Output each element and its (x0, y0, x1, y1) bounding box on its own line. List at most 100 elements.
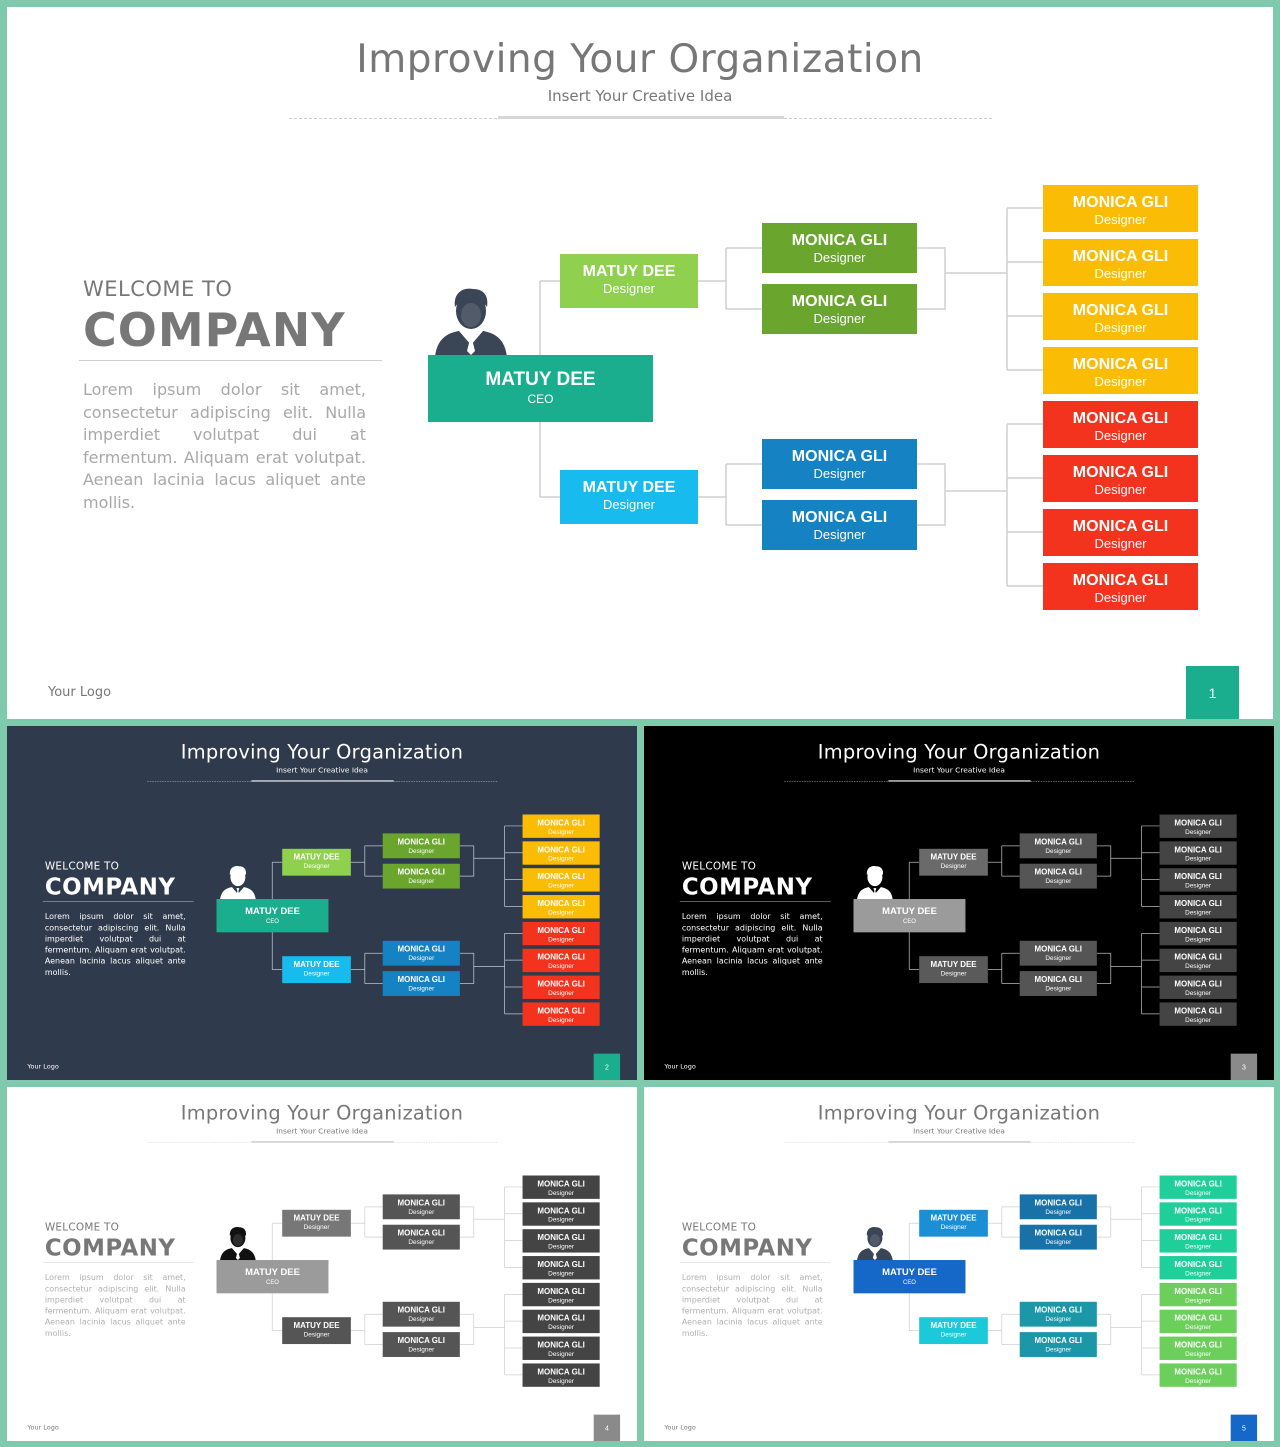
slide-navy[interactable]: Improving Your Organization Insert Your … (7, 726, 637, 1080)
welcome-text: WELCOME TO (681, 1221, 757, 1234)
box-name: MONICA GLI (791, 232, 888, 249)
box-role: Designer (408, 1315, 435, 1323)
box-name: MONICA GLI (1174, 1341, 1222, 1350)
company-heading: COMPANY (681, 1234, 813, 1262)
slide-black[interactable]: Improving Your Organization Insert Your … (644, 726, 1274, 1080)
connector-line (917, 463, 946, 526)
title-divider-accent (498, 116, 784, 119)
slide-subtitle: Insert Your Creative Idea (276, 765, 368, 775)
slide-gray[interactable]: Improving Your Organization Insert Your … (7, 1087, 637, 1441)
connector-line (917, 247, 946, 310)
page-number: 4 (593, 1414, 621, 1441)
slide-blue[interactable]: Improving Your Organization Insert Your … (644, 1087, 1274, 1441)
box-name: MATUY DEE (245, 905, 300, 917)
slide-light[interactable]: Improving Your Organization Insert Your … (7, 7, 1273, 719)
box-name: MONICA GLI (1072, 572, 1169, 589)
box-role: Designer (602, 497, 656, 512)
box-name: MONICA GLI (1174, 1287, 1222, 1296)
box-name: MONICA GLI (1034, 1306, 1083, 1315)
box-name: MONICA GLI (537, 872, 585, 882)
org-connectors (908, 825, 1160, 1015)
box-name: MONICA GLI (1174, 1233, 1222, 1243)
box-name: MONICA GLI (1174, 845, 1222, 855)
box-role: Designer (303, 969, 330, 978)
